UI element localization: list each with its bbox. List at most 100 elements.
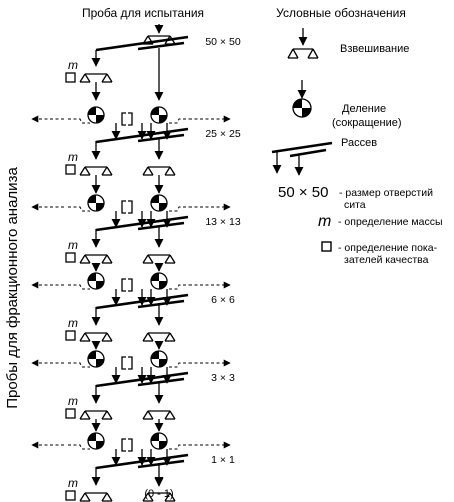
weighing-scale xyxy=(79,254,113,264)
weighing-scale xyxy=(79,492,113,502)
sample-bracket xyxy=(121,112,126,126)
legend-screening-icon xyxy=(271,141,333,176)
divider-quadrant xyxy=(151,195,159,203)
divider-quadrant xyxy=(96,359,104,367)
divider-symbol xyxy=(87,432,105,450)
dashed-route-left xyxy=(68,206,90,212)
sieve-bar xyxy=(95,215,189,232)
scale-stroke xyxy=(142,410,149,420)
divider-symbol xyxy=(150,106,168,124)
sieve-size-label: 50 × 50 xyxy=(205,36,240,48)
sieve-size-label: 13 × 13 xyxy=(205,216,240,228)
scale-stroke xyxy=(164,254,171,264)
divider-quadrant xyxy=(96,441,104,449)
sample-bracket xyxy=(121,200,126,214)
mass-symbol: m xyxy=(68,316,78,330)
sieve-size-label: 3 × 3 xyxy=(211,372,235,384)
divider-symbol xyxy=(87,272,105,290)
legend-quality-desc-2: зателей качества xyxy=(344,254,429,266)
legend-screening-label: Рассев xyxy=(341,137,377,149)
mass-symbol: m xyxy=(68,58,78,72)
scale-stroke xyxy=(147,254,154,264)
legend-mass-desc: - определение массы xyxy=(338,216,443,228)
divider-symbol xyxy=(87,106,105,124)
sample-bracket xyxy=(128,356,133,370)
scale-stroke xyxy=(79,166,86,176)
mass-quality-marker: m xyxy=(65,58,78,83)
weighing-scale xyxy=(79,332,113,342)
weighing-scale xyxy=(142,410,176,420)
scale-stroke xyxy=(106,166,113,176)
scale-stroke xyxy=(79,254,86,264)
sieve-size-label: 1 × 1 xyxy=(211,454,235,466)
legend-mass-symbol: m xyxy=(318,213,331,230)
mass-symbol: m xyxy=(68,238,78,252)
divider-symbol xyxy=(87,350,105,368)
mass-quality-marker: m xyxy=(65,476,78,501)
scale-stroke xyxy=(106,254,113,264)
divider-quadrant xyxy=(96,281,104,289)
mass-quality-marker: m xyxy=(65,238,78,263)
sieve-bar xyxy=(95,293,189,310)
mass-symbol: m xyxy=(68,476,78,490)
scale-stroke xyxy=(147,492,154,502)
divider-symbol xyxy=(150,194,168,212)
divider-quadrant xyxy=(151,351,159,359)
sieve-bar xyxy=(95,127,189,144)
sample-bracket xyxy=(121,438,126,452)
dashed-route-left xyxy=(68,362,90,368)
legend-size-desc-1: - размер отверстий xyxy=(339,187,433,199)
divider-quadrant xyxy=(88,273,96,281)
scale-stroke xyxy=(101,410,108,420)
scale-stroke xyxy=(84,492,91,502)
scale-stroke xyxy=(164,492,171,502)
mass-symbol: m xyxy=(68,150,78,164)
divider-symbol xyxy=(150,272,168,290)
divider-quadrant xyxy=(159,115,167,123)
scale-stroke xyxy=(84,254,91,264)
dashed-route-right xyxy=(169,444,189,450)
scale-stroke xyxy=(101,254,108,264)
mass-quality-marker: m xyxy=(65,394,78,419)
divider-quadrant xyxy=(159,203,167,211)
scale-stroke xyxy=(79,332,86,342)
sample-bracket xyxy=(121,278,126,292)
scale-stroke xyxy=(84,166,91,176)
scale-stroke xyxy=(101,332,108,342)
divider-quadrant xyxy=(151,107,159,115)
legend-weighing-icon xyxy=(287,28,319,59)
divider-quadrant xyxy=(151,433,159,441)
divider-quadrant xyxy=(88,351,96,359)
legend-division-label-2: (сокращение) xyxy=(332,117,402,129)
weighing-scale xyxy=(142,254,176,264)
scale-stroke xyxy=(79,492,86,502)
sieve-bar-short xyxy=(137,299,185,309)
scale-stroke xyxy=(142,254,149,264)
final-fraction-label: (0 - 1) xyxy=(144,488,173,500)
legend-weighing-label: Взвешивание xyxy=(340,43,409,55)
mass-quality-marker: m xyxy=(65,150,78,175)
sample-bracket xyxy=(128,438,133,452)
scale-stroke xyxy=(101,73,108,83)
divider-quadrant xyxy=(159,359,167,367)
divider-quadrant xyxy=(88,107,96,115)
scale-stroke xyxy=(142,492,149,502)
scale-stroke xyxy=(147,332,154,342)
scale-stroke xyxy=(164,166,171,176)
dashed-route-right xyxy=(169,284,189,290)
divider-symbol xyxy=(150,432,168,450)
divider-symbol xyxy=(87,194,105,212)
divider-quadrant xyxy=(151,273,159,281)
scale-stroke xyxy=(106,410,113,420)
scale-stroke xyxy=(169,332,176,342)
scale-stroke xyxy=(169,410,176,420)
sieve-bar-short xyxy=(137,377,185,387)
legend-quality-desc-1: - определение пока- xyxy=(338,242,438,254)
mass-quality-marker: m xyxy=(65,316,78,341)
sieve-bar-short xyxy=(137,221,185,231)
dashed-route-left xyxy=(68,118,90,124)
divider-quadrant xyxy=(159,281,167,289)
sieve-bar-short xyxy=(137,133,185,143)
divider-quadrant xyxy=(159,441,167,449)
